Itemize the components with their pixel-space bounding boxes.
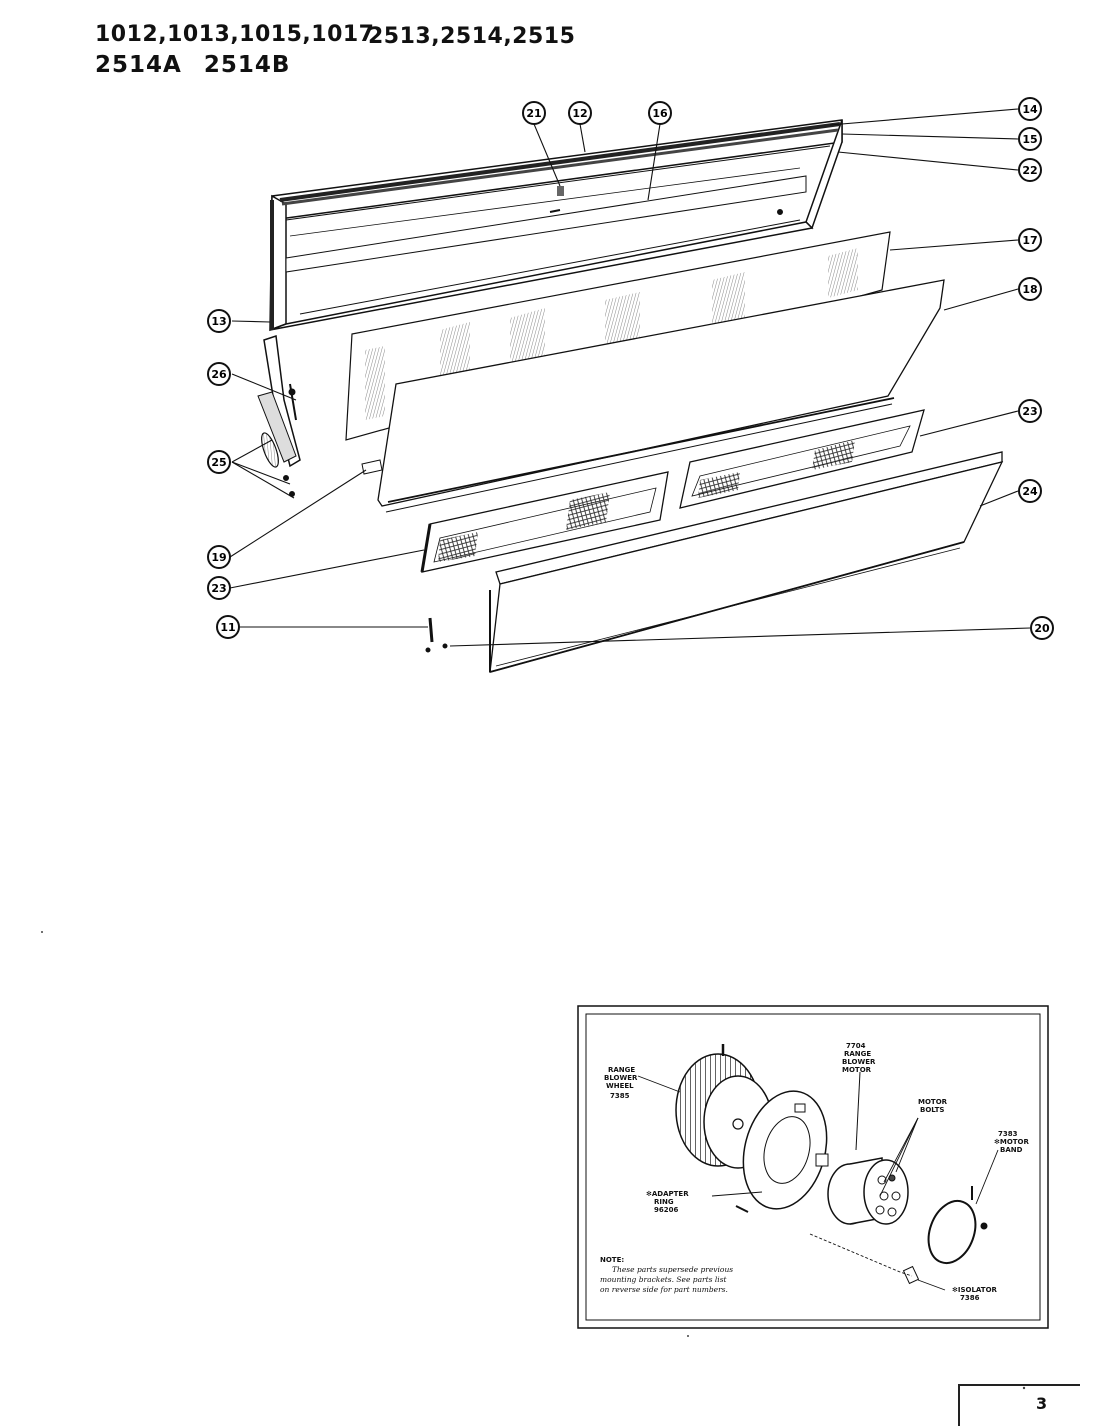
- filter-left: [420, 471, 669, 573]
- callout-26: 26: [207, 362, 231, 386]
- label-motor-band: 7383 ✻MOTOR BAND: [994, 1130, 1031, 1154]
- callout-14: 14: [1018, 97, 1042, 121]
- callout-23-left: 23: [207, 576, 231, 600]
- callout-11: 11: [216, 615, 240, 639]
- model-numbers-line-2: 2513,2514,2515: [368, 24, 576, 49]
- scan-specks: [41, 931, 1026, 1390]
- svg-text:12: 12: [572, 107, 587, 120]
- svg-text:on reverse side for part numbe: on reverse side for part numbers.: [600, 1285, 728, 1294]
- svg-text:16: 16: [652, 107, 668, 120]
- callout-15: 15: [1018, 127, 1042, 151]
- model-2514b: 2514B: [203, 52, 291, 78]
- svg-text:17: 17: [1022, 234, 1037, 247]
- inset-note: NOTE: These parts supersede previous mou…: [600, 1256, 733, 1294]
- callout-18: 18: [1018, 277, 1042, 301]
- small-hardware: [425, 617, 448, 653]
- callout-17: 17: [1018, 228, 1042, 252]
- callout-24: 24: [1018, 479, 1042, 503]
- adapter-ring: [735, 1090, 828, 1213]
- svg-text:11: 11: [220, 621, 235, 634]
- callout-20: 20: [1030, 616, 1054, 640]
- callout-12: 12: [568, 101, 592, 125]
- model-numbers-line-3: 2514A 2514B: [95, 52, 290, 78]
- page-number-box: [958, 1384, 1080, 1426]
- svg-text:18: 18: [1022, 283, 1037, 296]
- label-blower-wheel: RANGE BLOWER WHEEL 7385: [604, 1066, 640, 1100]
- leader-lines: [229, 108, 1031, 647]
- svg-text:mounting brackets. See parts: mounting brackets. See parts list: [600, 1275, 728, 1284]
- label-blower-motor: 7704 RANGE BLOWER MOTOR: [842, 1042, 878, 1074]
- svg-text:15: 15: [1022, 133, 1037, 146]
- callout-22: 22: [1018, 158, 1042, 182]
- svg-text:21: 21: [526, 107, 541, 120]
- svg-text:24: 24: [1022, 485, 1038, 498]
- svg-text:22: 22: [1022, 164, 1037, 177]
- blower-wheel: [675, 1044, 773, 1169]
- front-panel: [361, 279, 945, 513]
- callout-16: 16: [648, 101, 672, 125]
- label-isolator: ✻ISOLATOR 7386: [952, 1286, 999, 1302]
- inset-blower-diagram: RANGE BLOWER WHEEL 7385 7704 RANGE BLOWE…: [577, 1005, 1049, 1329]
- svg-text:25: 25: [211, 456, 226, 469]
- svg-text:NOTE:: NOTE:: [600, 1256, 624, 1264]
- inset-leader-lines: [637, 1075, 999, 1291]
- hinge-assembly: [257, 334, 301, 497]
- callout-13: 13: [207, 309, 231, 333]
- svg-text:23: 23: [1022, 405, 1037, 418]
- svg-text:13: 13: [211, 315, 226, 328]
- page-number: 3: [1036, 1394, 1048, 1413]
- callout-21: 21: [522, 101, 546, 125]
- label-motor-bolts: MOTOR BOLTS: [918, 1098, 949, 1114]
- filter-right: [679, 409, 925, 509]
- svg-text:23: 23: [211, 582, 226, 595]
- callout-23-right: 23: [1018, 399, 1042, 423]
- svg-text:20: 20: [1034, 622, 1050, 635]
- kick-panel: [489, 451, 1004, 673]
- svg-text:14: 14: [1022, 103, 1038, 116]
- svg-text:These parts supersede previous: These parts supersede previous: [612, 1265, 733, 1274]
- callout-19: 19: [207, 545, 231, 569]
- callout-25: 25: [207, 450, 231, 474]
- model-numbers-line-1: 1012,1013,1015,1017: [95, 22, 375, 47]
- motor-band: [902, 1186, 988, 1285]
- callout-badges: 21 12 16 14 15 22 17 13 18 26 23 25 24 1…: [207, 97, 1054, 640]
- blower-motor: [815, 1071, 909, 1225]
- model-2514a: 2514A: [95, 52, 182, 78]
- front-frame: [269, 119, 843, 332]
- label-adapter-ring: ✻ADAPTER RING 96206: [646, 1190, 691, 1214]
- svg-text:26: 26: [211, 368, 227, 381]
- svg-text:19: 19: [211, 551, 226, 564]
